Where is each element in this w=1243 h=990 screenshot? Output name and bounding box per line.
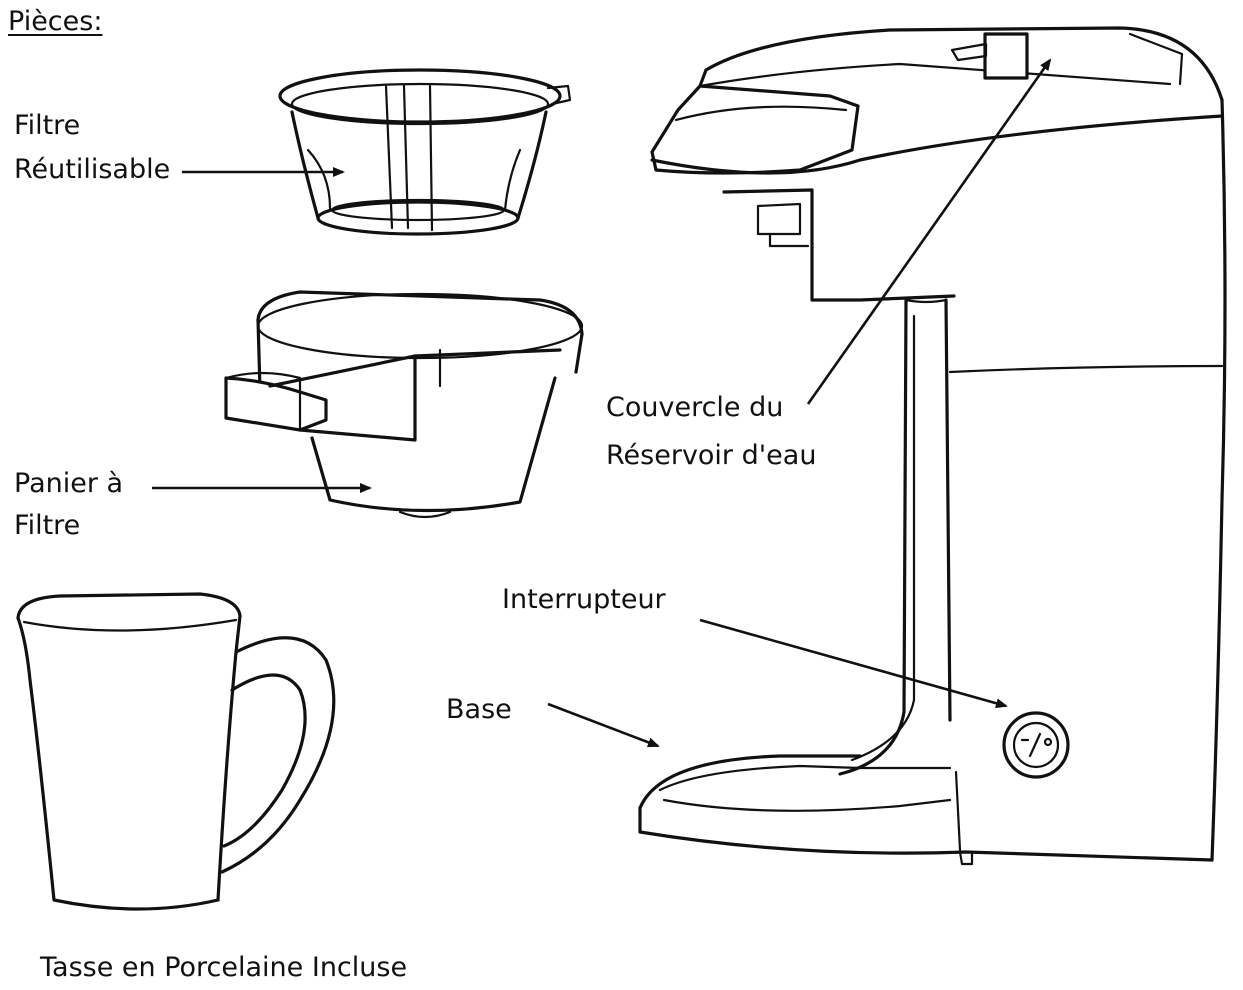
- label-filter-line2: Réutilisable: [14, 154, 171, 185]
- label-basket-line2: Filtre: [14, 510, 81, 541]
- reusable-filter-drawing: [278, 68, 572, 236]
- label-mug: Tasse en Porcelaine Incluse: [40, 952, 408, 983]
- arrow-lid: [806, 58, 1052, 405]
- parts-title: Pièces:: [8, 6, 103, 37]
- porcelain-mug-drawing: [16, 592, 336, 911]
- label-lid-line2: Réservoir d'eau: [606, 440, 817, 471]
- label-basket-line1: Panier à: [14, 468, 124, 499]
- filter-basket-drawing: [224, 290, 584, 519]
- label-switch: Interrupteur: [502, 584, 666, 615]
- label-lid-line1: Couvercle du: [606, 392, 784, 423]
- label-base: Base: [446, 694, 512, 725]
- arrow-base: [547, 702, 660, 748]
- arrow-switch: [699, 618, 1008, 709]
- coffee-maker-drawing: [638, 26, 1227, 866]
- label-filter-line1: Filtre: [14, 110, 81, 141]
